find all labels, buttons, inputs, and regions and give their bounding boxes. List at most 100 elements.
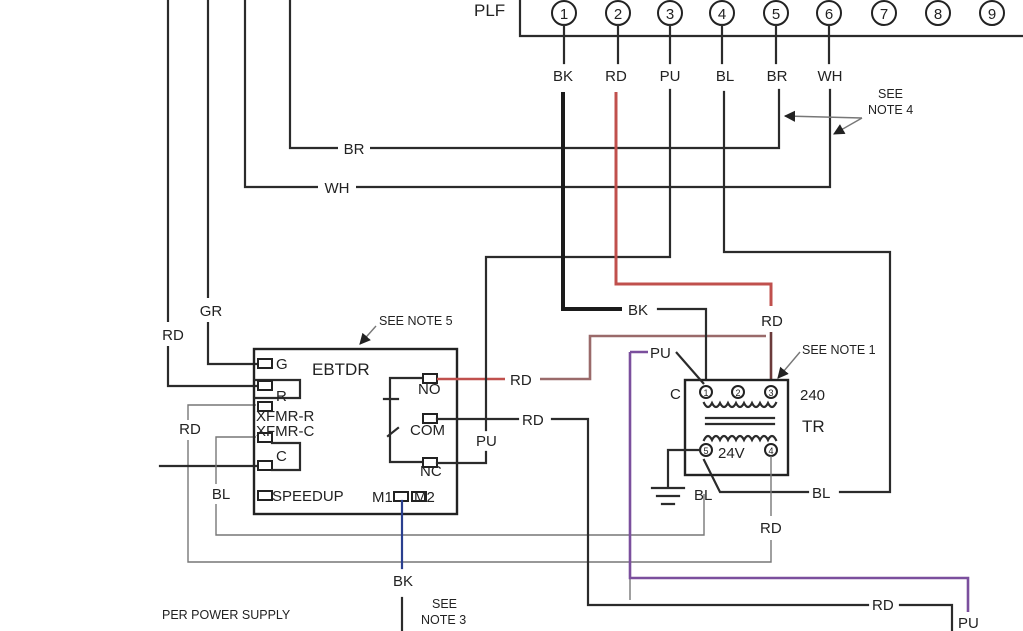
- terminal-label: XFMR-R: [256, 408, 314, 425]
- terminal-label: C: [276, 448, 287, 465]
- ebtdr-title: EBTDR: [312, 360, 370, 379]
- tr-pin-number: 1: [703, 388, 708, 398]
- plf-pin-number: 1: [560, 6, 568, 23]
- tr-pin-5: 5: [699, 443, 713, 457]
- label-bk-bottom: BK: [393, 573, 413, 590]
- wire-pu-bottom: [628, 352, 970, 612]
- plf-pin-6: 6: [816, 0, 842, 26]
- label-rd-left: RD: [162, 327, 184, 344]
- plf-pin-number: 7: [880, 6, 888, 23]
- plf-bus-line: [518, 0, 1023, 38]
- plf-pin-leads: [562, 23, 831, 65]
- label-pu-tr: PU: [650, 345, 671, 362]
- relay-switch: [382, 397, 400, 438]
- plf-drop-wires: BK RD BL SEE NOTE 4: [561, 87, 913, 502]
- plf-pin-4: 4: [709, 0, 735, 26]
- transformer-c-label: C: [670, 386, 681, 403]
- transformer: C 240 TR 24V 1 2 3 5 4 BL: [628, 343, 979, 631]
- wire-pu-nc: [435, 450, 488, 465]
- contact-label: COM: [410, 422, 445, 439]
- ebtdr-terminal-speedup: SPEEDUP: [257, 488, 344, 505]
- wire-pu-up: [484, 88, 672, 432]
- plf-pin-number: 3: [666, 6, 674, 23]
- terminal-label: M1: [372, 489, 393, 506]
- tr-pin-number: 5: [703, 446, 708, 456]
- ebtdr-terminal-g: G: [257, 356, 288, 373]
- plf-pin-1: 1: [551, 0, 577, 26]
- plf-pin-8: 8: [925, 0, 951, 26]
- bottom-notes: SEE NOTE 3 PER POWER SUPPLY: [162, 597, 466, 627]
- wire-rd-no-to-tr: [540, 334, 766, 381]
- wire-rd-com-down: [550, 417, 870, 607]
- wire-rd-plf: [614, 92, 773, 306]
- left-wires: RD GR BR WH RD BL: [156, 0, 832, 600]
- tr-pin-2: 2: [731, 385, 745, 399]
- plf-pin-color-bl: BL: [716, 68, 734, 85]
- plf-connector: PLF 1 2 3 4 5 6 7: [474, 0, 1023, 85]
- plf-pin-3: 3: [657, 0, 683, 26]
- tr-pin-number: 4: [768, 446, 773, 456]
- plf-pin-2: 2: [605, 0, 631, 26]
- tr-pin-4: 4: [764, 443, 778, 457]
- plf-pin-color-rd: RD: [605, 68, 627, 85]
- terminal-label: SPEEDUP: [272, 488, 344, 505]
- label-pu-bottom-right: PU: [958, 615, 979, 631]
- wire-rd-left: [166, 0, 258, 388]
- note3-line1: SEE: [432, 597, 457, 611]
- ground-icon: [650, 448, 702, 506]
- plf-pin-9: 9: [979, 0, 1005, 26]
- label-gr: GR: [200, 303, 223, 320]
- ebtdr-terminal-m2: M2: [411, 489, 435, 506]
- wire-bl-plf: [722, 90, 892, 494]
- transformer-outline: [683, 378, 790, 477]
- ebtdr-r-strap: [253, 378, 302, 400]
- contact-wires: RD RD RD PU BK: [393, 88, 954, 631]
- label-bl-right: BL: [812, 485, 830, 502]
- plf-pin-number: 8: [934, 6, 942, 23]
- note4-arrow-br: [783, 110, 863, 122]
- ebtdr-board: EBTDR G R XFMR-R XFMR-C C SPEEDUP M1: [252, 314, 459, 516]
- transformer-secondary-voltage: 24V: [718, 445, 745, 462]
- plf-pin-number: 2: [614, 6, 622, 23]
- wire-rd-tr-return: [630, 540, 772, 563]
- secondary-coil: [702, 434, 778, 443]
- terminal-label: M2: [414, 489, 435, 506]
- plf-pin-color-pu: PU: [660, 68, 681, 85]
- note5-label: SEE NOTE 5: [379, 314, 453, 328]
- wire-bl-left: [215, 436, 705, 536]
- wire-wh: [243, 0, 832, 189]
- ebtdr-outline: [252, 347, 459, 516]
- primary-coil: [702, 400, 778, 409]
- label-rd-tr-bottom: RD: [760, 520, 782, 537]
- wire-pu-to-pin: [675, 351, 705, 385]
- wire-br: [288, 0, 781, 150]
- note4-arrow-wh: [833, 117, 863, 135]
- tr-pin-3: 3: [764, 385, 778, 399]
- label-bl-tr: BL: [694, 487, 712, 504]
- contact-nc: NC: [420, 457, 442, 480]
- plf-pin-color-bk: BK: [553, 68, 573, 85]
- label-rd-no: RD: [510, 372, 532, 389]
- c-strap: [270, 441, 302, 472]
- plf-pin-color-wh: WH: [818, 68, 843, 85]
- plf-label: PLF: [474, 1, 505, 20]
- contact-com: COM: [410, 413, 445, 439]
- note4-line1: SEE: [878, 87, 903, 101]
- transformer-primary-voltage: 240: [800, 387, 825, 404]
- label-bk-mid: BK: [628, 302, 648, 319]
- wire-bk-to-tr: [656, 307, 708, 380]
- power-supply-note: PER POWER SUPPLY: [162, 608, 291, 622]
- label-pu-nc: PU: [476, 433, 497, 450]
- plf-pin-7: 7: [871, 0, 897, 26]
- plf-pin-number: 4: [718, 6, 726, 23]
- wire-rd-bottom-right: [898, 603, 954, 631]
- note5-arrow: [359, 325, 377, 345]
- tr-pin-number: 2: [735, 388, 740, 398]
- plf-pin-number: 5: [772, 6, 780, 23]
- ebtdr-terminal-xfmr-c: XFMR-C: [256, 423, 314, 443]
- label-bl-left: BL: [212, 486, 230, 503]
- note1-label: SEE NOTE 1: [802, 343, 876, 357]
- ebtdr-terminal-xfmr-r: XFMR-R: [256, 401, 314, 425]
- contact-label: NO: [418, 381, 441, 398]
